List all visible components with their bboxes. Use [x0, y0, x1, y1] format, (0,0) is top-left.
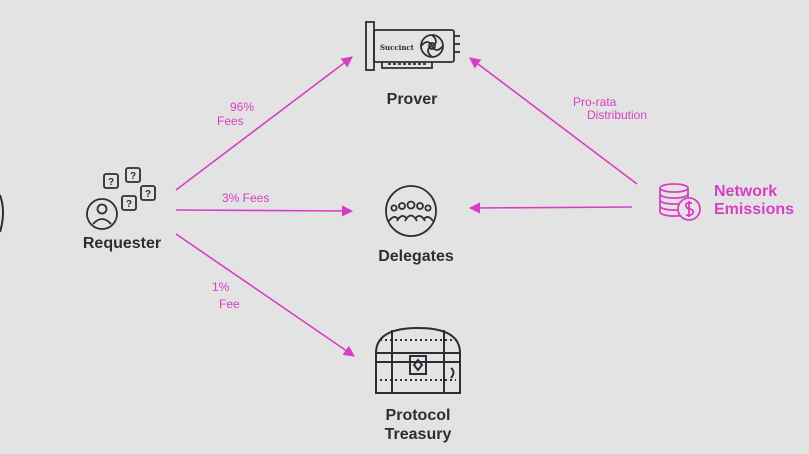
- svg-text:?: ?: [126, 199, 132, 210]
- arrow-requester-to-treasury: [175, 233, 355, 357]
- gpu-card-icon: [365, 21, 460, 71]
- treasury-label-line2: Treasury: [384, 426, 452, 443]
- partial-left-edge-shape: [0, 194, 4, 233]
- emissions-label-line2: Emissions: [714, 201, 795, 218]
- svg-text:?: ?: [108, 177, 114, 188]
- arrow-emissions-to-prover: [469, 57, 638, 185]
- treasure-chest-icon: [374, 326, 462, 394]
- edge-label-emissions-line1: Pro-rata: [573, 95, 617, 109]
- user-with-question-bubbles-icon: ? ? ? ?: [86, 167, 156, 230]
- coin-stack-icon: [659, 183, 701, 221]
- edge-label-to-prover-pct: 96%: [230, 100, 255, 114]
- requester-label: Requester: [82, 235, 162, 252]
- svg-text:?: ?: [130, 171, 136, 182]
- treasury-label: Protocol Treasury: [363, 406, 473, 444]
- emissions-label: Network Emissions: [714, 183, 794, 219]
- edge-label-to-treasury-pct: 1%: [212, 280, 230, 294]
- edge-label-to-treasury-fee: Fee: [219, 297, 240, 311]
- emissions-label-line1: Network: [714, 183, 778, 200]
- arrow-requester-to-prover: [175, 56, 353, 191]
- edge-label-emissions-line2: Distribution: [587, 108, 648, 122]
- arrow-requester-to-delegates: [175, 205, 354, 217]
- edge-label-to-prover-fees: Fees: [217, 114, 244, 128]
- arrow-emissions-to-delegates: [468, 202, 633, 214]
- prover-label: Prover: [386, 91, 438, 108]
- svg-text:?: ?: [145, 189, 151, 200]
- delegates-label: Delegates: [378, 248, 454, 265]
- gpu-brand-text: Succinct: [380, 43, 415, 52]
- edge-label-to-delegates: 3% Fees: [222, 191, 270, 205]
- treasury-label-line1: Protocol: [385, 407, 451, 424]
- group-of-people-icon: [385, 185, 437, 237]
